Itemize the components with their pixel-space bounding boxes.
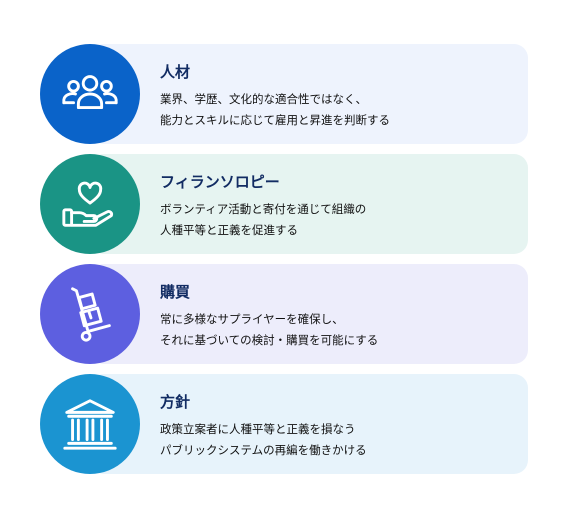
pillar-item-philanthropy: フィランソロピー ボランティア活動と寄付を通じて組織の 人種平等と正義を促進する <box>40 154 530 254</box>
government-building-icon <box>63 399 117 450</box>
pillar-icon-circle <box>40 44 140 144</box>
pillar-card <box>90 44 528 144</box>
hand-truck-boxes-icon <box>71 287 111 342</box>
description-line: 業界、学歴、文化的な適合性ではなく、 <box>160 92 367 106</box>
pillar-description: 政策立案者に人種平等と正義を損なう パブリックシステムの再編を働きかける <box>160 419 367 461</box>
pillar-item-policy: 方針 政策立案者に人種平等と正義を損なう パブリックシステムの再編を働きかける <box>40 374 530 474</box>
pillar-title: 購買 <box>160 283 191 301</box>
pillar-title: フィランソロピー <box>160 173 280 191</box>
pillar-title: 人材 <box>160 63 191 81</box>
description-line: 能力とスキルに応じて雇用と昇進を判断する <box>160 113 390 127</box>
pillar-item-procurement: 購買 常に多様なサプライヤーを確保し、 それに基づいての検討・購買を可能にする <box>40 264 530 364</box>
description-line: パブリックシステムの再編を働きかける <box>160 443 367 457</box>
description-line: 人種平等と正義を促進する <box>160 223 298 237</box>
pillar-card <box>90 374 528 474</box>
pillar-card <box>90 264 528 364</box>
pillar-icon-circle <box>40 154 140 254</box>
pillar-icon-circle <box>40 264 140 364</box>
people-group-icon <box>62 75 118 110</box>
pillar-title: 方針 <box>160 393 191 411</box>
heart-in-hand-icon <box>62 181 114 227</box>
description-line: 常に多様なサプライヤーを確保し、 <box>160 312 344 326</box>
pillar-card <box>90 154 528 254</box>
pillar-list: 人材 業界、学歴、文化的な適合性ではなく、 能力とスキルに応じて雇用と昇進を判断… <box>40 44 530 484</box>
pillar-description: 常に多様なサプライヤーを確保し、 それに基づいての検討・購買を可能にする <box>160 309 378 351</box>
pillar-icon-circle <box>40 374 140 474</box>
description-line: 政策立案者に人種平等と正義を損なう <box>160 422 356 436</box>
pillar-item-talent: 人材 業界、学歴、文化的な適合性ではなく、 能力とスキルに応じて雇用と昇進を判断… <box>40 44 530 144</box>
description-line: ボランティア活動と寄付を通じて組織の <box>160 202 367 216</box>
pillar-description: 業界、学歴、文化的な適合性ではなく、 能力とスキルに応じて雇用と昇進を判断する <box>160 89 390 131</box>
pillar-description: ボランティア活動と寄付を通じて組織の 人種平等と正義を促進する <box>160 199 366 241</box>
description-line: それに基づいての検討・購買を可能にする <box>160 333 379 347</box>
